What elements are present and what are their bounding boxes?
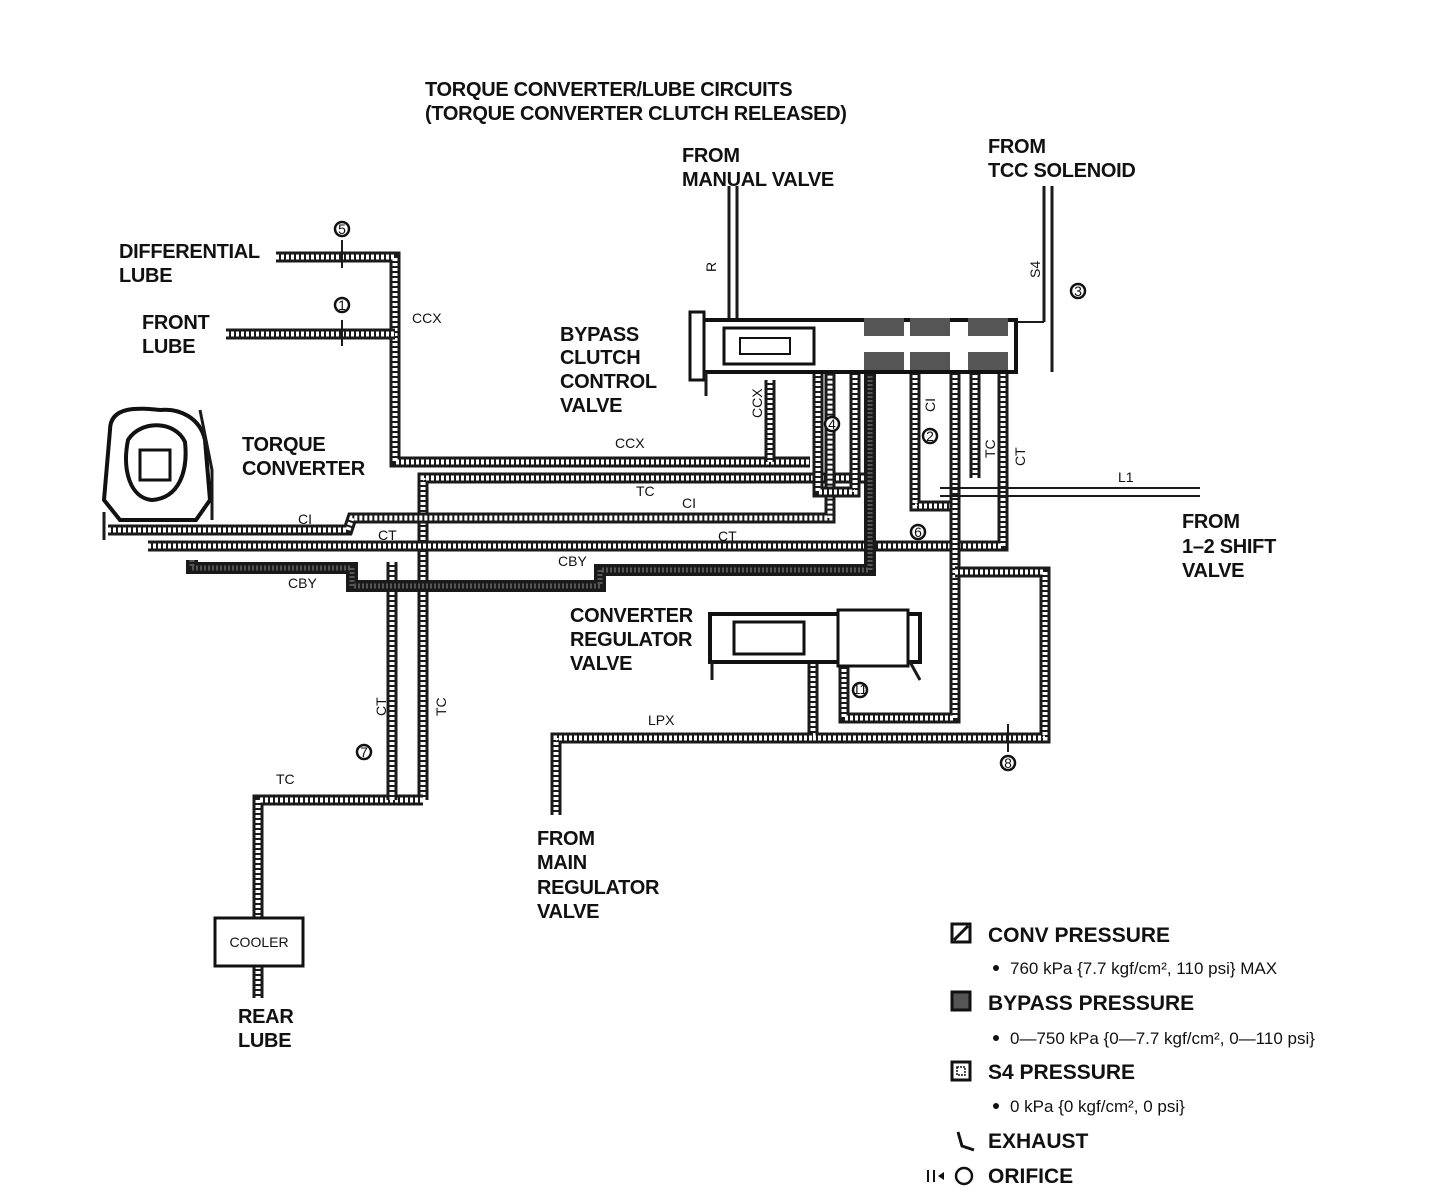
diagram-title-line2: (TORQUE CONVERTER CLUTCH RELEASED) bbox=[425, 103, 847, 125]
code-tc-mid: TC bbox=[636, 483, 655, 499]
r-line bbox=[727, 186, 739, 318]
svg-text:8: 8 bbox=[1004, 755, 1012, 771]
torque-converter bbox=[101, 406, 214, 540]
svg-text:6: 6 bbox=[914, 524, 922, 540]
bypass-valve-line3: CONTROL bbox=[560, 371, 657, 393]
svg-text:3: 3 bbox=[1074, 283, 1082, 299]
from-manual-valve-line1: FROM bbox=[682, 145, 740, 167]
orifice-11: 11 bbox=[851, 681, 869, 699]
orifice-3: 3 bbox=[1069, 282, 1087, 300]
converter-regulator-valve bbox=[708, 608, 922, 681]
legend-orifice-label: ORIFICE bbox=[988, 1165, 1073, 1188]
code-tc-cooler: TC bbox=[276, 771, 295, 787]
code-cby-left: CBY bbox=[288, 575, 317, 591]
code-ccx-top: CCX bbox=[412, 310, 442, 326]
legend-bypass-swatch bbox=[950, 990, 972, 1012]
from-main-regulator-line3: REGULATOR bbox=[537, 877, 660, 899]
code-s4: S4 bbox=[1027, 261, 1043, 278]
from-main-regulator-line4: VALVE bbox=[537, 901, 599, 923]
orifice-5: 5 bbox=[333, 220, 351, 268]
code-ccx-vertical: CCX bbox=[749, 388, 765, 418]
differential-lube-line2: LUBE bbox=[119, 265, 172, 287]
legend: CONV PRESSURE 760 kPa {7.7 kgf/cm², 110 … bbox=[927, 922, 1315, 1188]
conv-pressure-passages bbox=[108, 186, 1054, 998]
legend-exhaust-label: EXHAUST bbox=[988, 1130, 1089, 1153]
bypass-valve-line4: VALVE bbox=[560, 395, 622, 417]
from-12-shift-line2: 1–2 SHIFT bbox=[1182, 536, 1276, 558]
code-ct-lower: CT bbox=[373, 697, 389, 716]
rear-lube-line1: REAR bbox=[238, 1006, 294, 1028]
code-tc-vertical: TC bbox=[982, 439, 998, 458]
cooler-label: COOLER bbox=[229, 934, 288, 950]
differential-lube-line1: DIFFERENTIAL bbox=[119, 241, 260, 263]
svg-text:1: 1 bbox=[338, 297, 346, 313]
from-12-shift-line3: VALVE bbox=[1182, 560, 1244, 582]
legend-s4-label: S4 PRESSURE bbox=[988, 1061, 1135, 1084]
svg-text:5: 5 bbox=[338, 221, 346, 237]
code-ct-mid: CT bbox=[718, 528, 737, 544]
bypass-valve-line2: CLUTCH bbox=[560, 347, 640, 369]
torque-converter-line1: TORQUE bbox=[242, 434, 325, 456]
from-12-shift-line1: FROM bbox=[1182, 511, 1240, 533]
legend-bypass-label: BYPASS PRESSURE bbox=[988, 992, 1194, 1015]
code-l1: L1 bbox=[1118, 469, 1134, 485]
exhaust-icon bbox=[956, 1131, 975, 1152]
front-lube-line1: FRONT bbox=[142, 312, 209, 334]
legend-conv-label: CONV PRESSURE bbox=[988, 924, 1170, 947]
orifice-2: 2 bbox=[921, 427, 939, 445]
torque-converter-line2: CONVERTER bbox=[242, 458, 366, 480]
svg-text:4: 4 bbox=[828, 416, 836, 432]
from-main-regulator-line2: MAIN bbox=[537, 852, 587, 874]
orifice-4: 4 bbox=[823, 415, 841, 433]
from-tcc-solenoid-line2: TCC SOLENOID bbox=[988, 160, 1136, 182]
from-manual-valve-line2: MANUAL VALVE bbox=[682, 169, 834, 191]
component-labels: FROM MANUAL VALVE FROM TCC SOLENOID DIFF… bbox=[119, 136, 1276, 1052]
code-lpx: LPX bbox=[648, 712, 675, 728]
legend-conv-value: 760 kPa {7.7 kgf/cm², 110 psi} MAX bbox=[1010, 959, 1277, 978]
code-cby-mid: CBY bbox=[558, 553, 587, 569]
bypass-pressure-passages bbox=[186, 370, 876, 592]
l1-line bbox=[940, 487, 1200, 497]
diagram-title-line1: TORQUE CONVERTER/LUBE CIRCUITS bbox=[425, 79, 792, 101]
from-main-regulator-line1: FROM bbox=[537, 828, 595, 850]
legend-bypass-value: 0—750 kPa {0—7.7 kgf/cm², 0—110 psi} bbox=[1010, 1029, 1315, 1048]
code-ct-left: CT bbox=[378, 527, 397, 543]
rear-lube-line2: LUBE bbox=[238, 1030, 291, 1052]
orifice-6: 6 bbox=[909, 523, 927, 541]
code-ccx-mid: CCX bbox=[615, 435, 645, 451]
code-ct-vertical: CT bbox=[1012, 447, 1028, 466]
front-lube-line2: LUBE bbox=[142, 336, 195, 358]
code-ci-left: CI bbox=[298, 511, 312, 527]
converter-regulator-line3: VALVE bbox=[570, 653, 632, 675]
orifice-1: 1 bbox=[333, 296, 351, 346]
orifice-markers: 5 1 3 4 2 6 11 7 8 bbox=[333, 220, 1087, 772]
passage-codes: CCX CCX CCX R S4 CI TC CT L1 TC CI CI CT… bbox=[276, 261, 1134, 787]
legend-s4-swatch bbox=[950, 1060, 972, 1082]
orifice-8: 8 bbox=[999, 724, 1017, 772]
from-tcc-solenoid-line1: FROM bbox=[988, 136, 1046, 158]
bypass-clutch-control-valve bbox=[688, 310, 1018, 396]
svg-text:7: 7 bbox=[360, 744, 368, 760]
code-ci-mid: CI bbox=[682, 495, 696, 511]
orifice-7: 7 bbox=[355, 743, 373, 761]
svg-text:11: 11 bbox=[853, 681, 868, 697]
cooler: COOLER bbox=[213, 916, 305, 968]
legend-s4-value: 0 kPa {0 kgf/cm², 0 psi} bbox=[1010, 1097, 1185, 1116]
code-ci-vertical: CI bbox=[922, 398, 938, 412]
code-tc-lower: TC bbox=[433, 697, 449, 716]
bypass-valve-line1: BYPASS bbox=[560, 324, 639, 346]
code-r: R bbox=[703, 262, 719, 272]
converter-regulator-line1: CONVERTER bbox=[570, 605, 694, 627]
orifice-icon bbox=[927, 1166, 974, 1186]
converter-regulator-line2: REGULATOR bbox=[570, 629, 693, 651]
svg-text:2: 2 bbox=[926, 428, 934, 444]
